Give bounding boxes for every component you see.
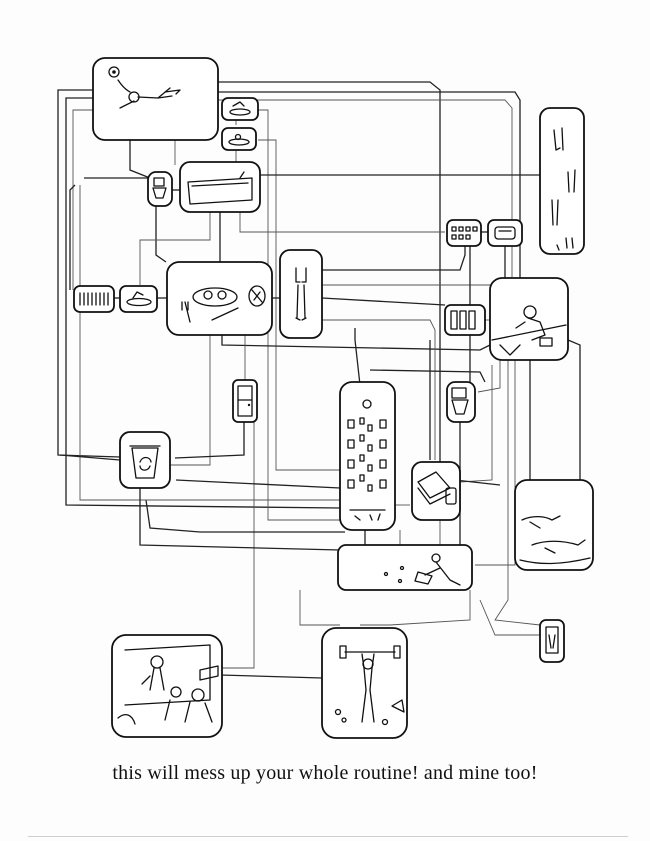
small-figure-icon: [545, 626, 559, 654]
routine-flow-diagram: [57, 57, 594, 739]
node-toaster: [487, 219, 523, 247]
diagram-caption: this will mess up your whole routine! an…: [112, 762, 538, 784]
node-breakfast-plate: [166, 261, 273, 336]
figures-icon: [551, 127, 576, 251]
desk-worker-icon: [491, 305, 567, 356]
building-icon: [347, 399, 387, 521]
breakfast-icon: [181, 285, 266, 323]
page-edge-line: [28, 836, 628, 837]
weightlifter-icon: [334, 645, 405, 726]
plate-icon: [228, 133, 250, 146]
node-calculator: [446, 219, 482, 247]
soap-icon: [126, 291, 152, 307]
node-figure-tall: [279, 249, 323, 339]
node-movie-audience: [111, 634, 223, 738]
plate-icon: [229, 101, 251, 116]
standing-figure-icon: [295, 267, 307, 321]
bathtub-icon: [187, 171, 253, 205]
node-plate-small-a: [221, 97, 259, 121]
toaster-icon: [494, 226, 516, 240]
node-plate-small-b: [221, 127, 257, 151]
swimmers-icon: [519, 515, 591, 565]
connector-lines: [57, 81, 581, 679]
toilet-icon: [451, 387, 469, 415]
movie-audience-icon: [117, 644, 219, 725]
recycle-bin-icon: [129, 445, 161, 479]
node-swimmers: [514, 479, 594, 571]
node-toilet-right: [446, 381, 476, 423]
sleeping-person-icon: [108, 66, 181, 109]
node-door: [232, 379, 258, 423]
toilet-icon: [152, 177, 167, 199]
gardener-icon: [383, 553, 461, 586]
node-small-figure: [539, 619, 565, 663]
node-recycle-bin: [119, 431, 171, 489]
node-figures-column: [539, 107, 585, 255]
door-icon: [237, 385, 253, 417]
node-desk-worker: [489, 277, 569, 361]
node-weightlifter: [321, 627, 408, 739]
node-bathtub: [179, 161, 261, 213]
node-sandwich: [411, 461, 461, 521]
node-gardener: [337, 544, 473, 591]
pills-icon: [79, 292, 109, 306]
node-toilet-left: [147, 171, 173, 207]
node-office-building: [339, 381, 396, 531]
calculator-icon: [451, 226, 478, 240]
keyboard-icon: [450, 310, 476, 330]
node-soap-dish: [119, 285, 158, 313]
node-pills: [73, 285, 115, 313]
sandwich-icon: [417, 471, 457, 505]
node-keyboard: [444, 304, 486, 336]
node-sleeping-person: [92, 57, 219, 141]
